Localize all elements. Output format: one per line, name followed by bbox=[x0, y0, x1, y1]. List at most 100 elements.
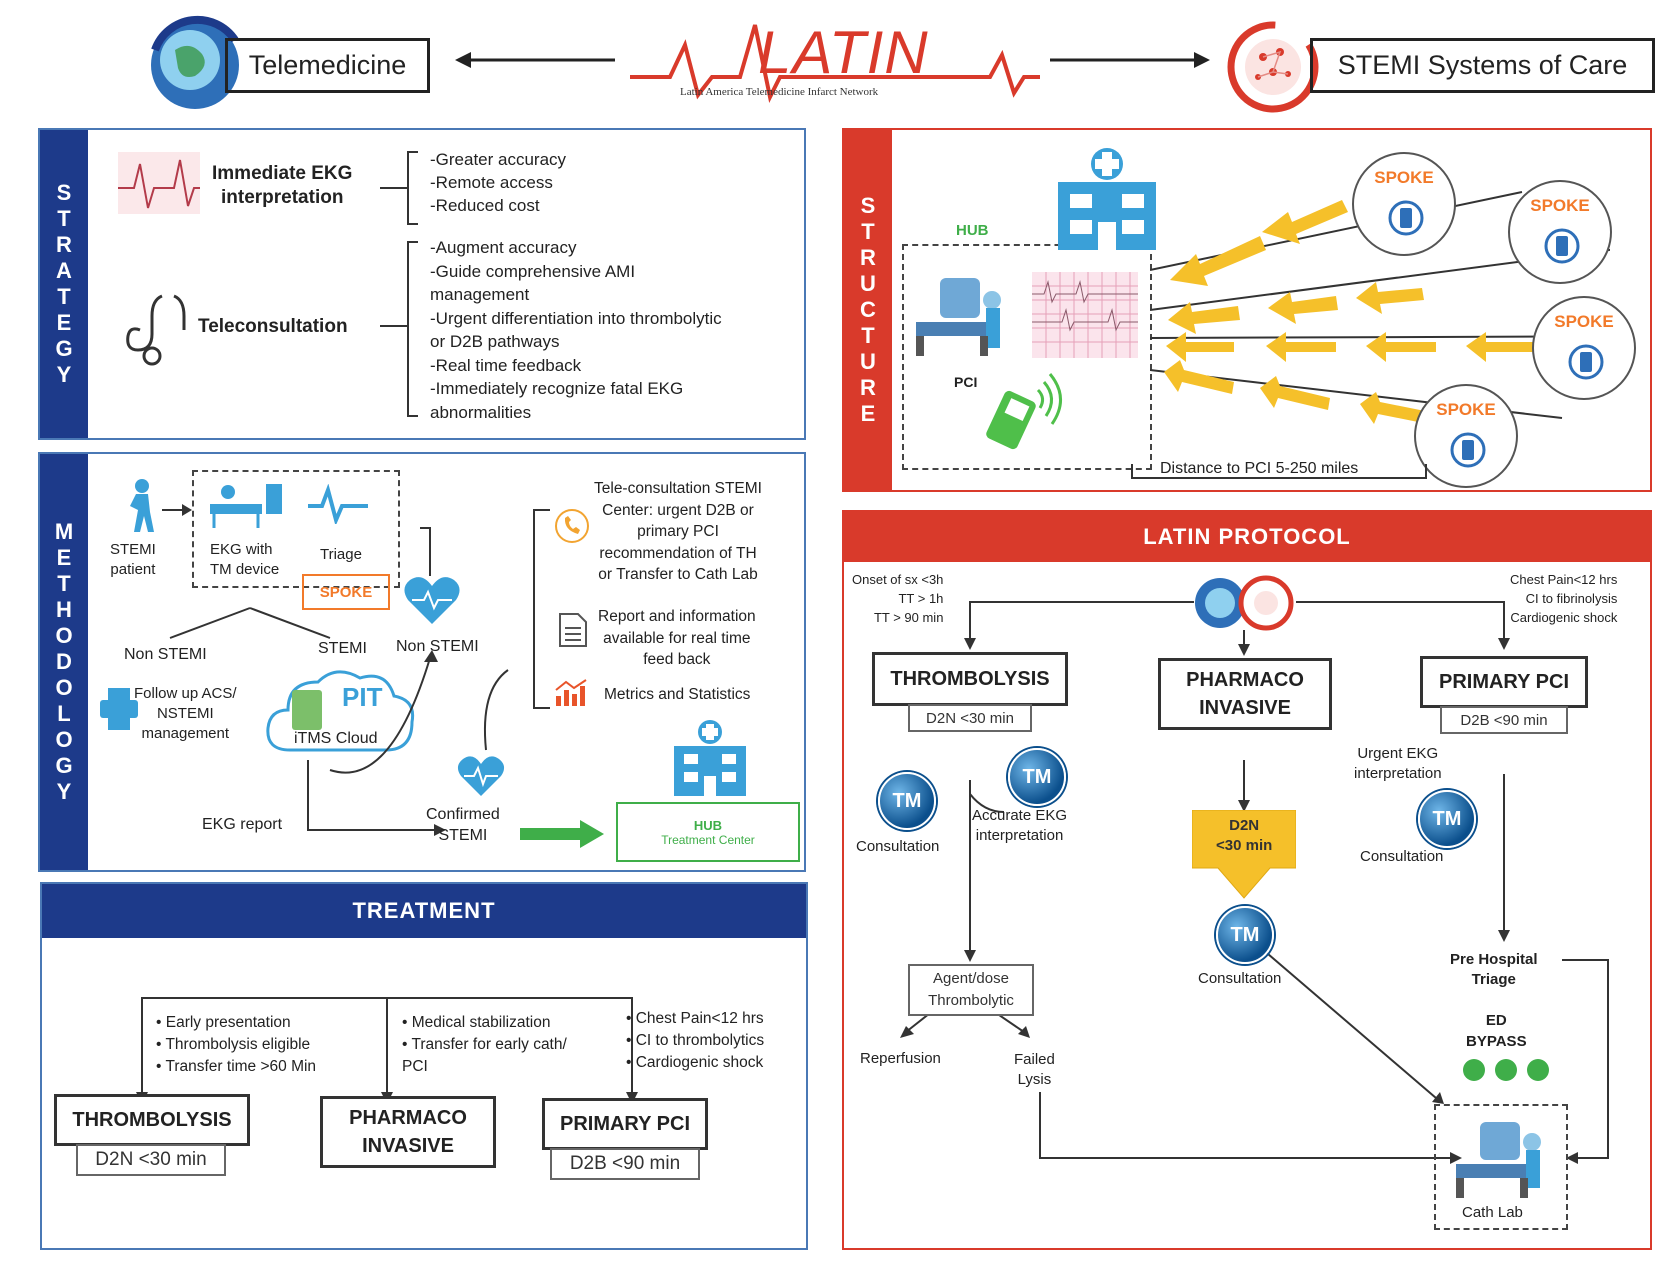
distance-bracket bbox=[1131, 464, 1427, 479]
hub-treatment-box: HUB Treatment Center bbox=[616, 802, 800, 862]
protocol-header: LATIN PROTOCOL bbox=[844, 512, 1650, 562]
cath-lab-icon bbox=[916, 278, 1001, 356]
globe-icon bbox=[151, 15, 239, 109]
spoke-label: SPOKE bbox=[319, 583, 373, 601]
protocol-thrombolysis-box: THROMBOLYSIS bbox=[872, 652, 1068, 706]
bracket-1 bbox=[380, 151, 418, 225]
non-stemi-right: Non STEMI bbox=[396, 638, 479, 655]
ekg-device-icon bbox=[210, 484, 282, 528]
split-lines bbox=[169, 607, 331, 639]
treatment-col2-points: • Medical stabilization • Transfer for e… bbox=[402, 1014, 567, 1075]
spoke-phone-icon bbox=[1450, 432, 1486, 468]
protocol-right-criteria: Chest Pain<12 hrs CI to fibrinolysis Car… bbox=[1510, 572, 1618, 625]
protocol-d2n-box: D2N <30 min bbox=[908, 704, 1032, 732]
protocol-pharmaco-box: PHARMACO INVASIVE bbox=[1158, 658, 1332, 730]
followup-label: Follow up ACS/ NSTEMI management bbox=[134, 685, 237, 742]
ekg-tm-label: EKG with TM device bbox=[210, 541, 280, 578]
tm-icon-ekg: TM bbox=[1002, 748, 1066, 810]
ekg-strip-icon bbox=[118, 152, 200, 214]
distance-label: Distance to PCI 5-250 miles bbox=[1160, 460, 1359, 477]
protocol-logos-icon bbox=[1195, 575, 1294, 631]
d2n-yellow-arrow bbox=[1192, 810, 1296, 899]
non-stemi-left: Non STEMI bbox=[124, 646, 207, 663]
treatment-panel: TREATMENT • Early presentation • Thrombo… bbox=[40, 882, 808, 1250]
printer-icon bbox=[100, 688, 138, 730]
arrow-left-icon bbox=[455, 52, 615, 68]
consultation-left: Consultation bbox=[856, 838, 940, 855]
urgent-ekg-label: Urgent EKG interpretation bbox=[1354, 745, 1442, 782]
bracket-2 bbox=[380, 241, 418, 417]
cloud-connectors bbox=[307, 650, 509, 836]
spoke-1: SPOKE bbox=[1352, 152, 1456, 256]
protocol-primary-pci-box: PRIMARY PCI bbox=[1420, 656, 1588, 708]
heart-icon-upper bbox=[404, 577, 460, 624]
green-arrow bbox=[520, 820, 604, 848]
strategy-item1-title: Immediate EKG interpretation bbox=[212, 163, 353, 208]
protocol-d2b-box: D2B <90 min bbox=[1440, 706, 1568, 734]
stemi-patient-label: STEMI patient bbox=[110, 541, 156, 578]
strategy-item2-points: -Augment accuracy -Guide comprehensive A… bbox=[430, 238, 722, 422]
header: Telemedicine LATIN Latin America Telemed… bbox=[0, 0, 1676, 125]
treatment-d2b-box: D2B <90 min bbox=[550, 1148, 700, 1180]
traffic-lights-icon bbox=[1463, 1059, 1549, 1081]
network-globe-icon bbox=[1227, 21, 1319, 113]
latin-ecg-logo bbox=[630, 24, 1040, 104]
hospital-icon-methodology bbox=[674, 720, 746, 796]
hub-title: HUB bbox=[693, 817, 723, 833]
pci-label: PCI bbox=[954, 374, 978, 390]
reperfusion-label: Reperfusion bbox=[860, 1050, 941, 1067]
confirmed-stemi-label: Confirmed STEMI bbox=[426, 806, 500, 844]
arrow-patient bbox=[162, 504, 192, 516]
protocol-left-criteria: Onset of sx <3h TT > 1h TT > 90 min bbox=[852, 572, 944, 625]
itms-cloud-label: iTMS Cloud bbox=[294, 730, 378, 747]
mobile-phone-icon bbox=[986, 373, 1062, 450]
metrics-icon bbox=[555, 679, 587, 706]
spoke-phone-icon bbox=[1568, 344, 1604, 380]
protocol-title: LATIN PROTOCOL bbox=[1143, 524, 1351, 549]
tm-icon-center: TM bbox=[1210, 906, 1274, 968]
ekg-triage-dashed-box bbox=[192, 470, 400, 588]
metrics-text: Metrics and Statistics bbox=[604, 686, 751, 703]
structure-hub-label: HUB bbox=[956, 222, 989, 239]
triage-label: Triage bbox=[320, 546, 362, 563]
cloud-icon bbox=[266, 670, 415, 752]
treatment-primary-pci-box: PRIMARY PCI bbox=[542, 1098, 708, 1150]
heart-icon-lower bbox=[457, 756, 505, 796]
teleconsult-text: Tele-consultation STEMI Center: urgent D… bbox=[594, 480, 762, 583]
protocol-flow-lines bbox=[900, 601, 1609, 1164]
spoke-phone-icon bbox=[1544, 228, 1580, 264]
spoke-2: SPOKE bbox=[1508, 180, 1612, 284]
pit-label: PIT bbox=[342, 682, 383, 712]
latin-logo-text: LATIN bbox=[758, 19, 929, 86]
treatment-col3-points: • Chest Pain<12 hrs • CI to thrombolytic… bbox=[626, 1010, 765, 1071]
treatment-thrombolysis-box: THROMBOLYSIS bbox=[54, 1094, 250, 1146]
telemedicine-label: Telemedicine bbox=[248, 50, 407, 80]
arrow-right-icon bbox=[1050, 52, 1210, 68]
failed-lysis-label: Failed Lysis bbox=[1014, 1051, 1055, 1088]
hospital-icon-structure bbox=[1058, 148, 1156, 250]
strategy-item2-title: Teleconsultation bbox=[198, 316, 348, 337]
stethoscope-icon bbox=[126, 294, 186, 366]
treatment-pharmaco-box: PHARMACO INVASIVE bbox=[320, 1096, 496, 1168]
treatment-title: TREATMENT bbox=[352, 898, 496, 923]
arrow-up-heart bbox=[420, 527, 431, 576]
ekg-report-label: EKG report bbox=[202, 816, 283, 833]
patient-icon bbox=[130, 479, 154, 532]
triage-pulse-icon bbox=[308, 484, 368, 524]
pre-hospital-label: Pre Hospital Triage bbox=[1450, 951, 1538, 988]
spoke-phone-icon bbox=[1388, 200, 1424, 236]
cath-lab-label: Cath Lab bbox=[1462, 1204, 1523, 1221]
tm-icon-right: TM bbox=[1412, 790, 1476, 852]
hub-subtitle: Treatment Center bbox=[661, 832, 755, 847]
tm-icon-left: TM bbox=[872, 772, 936, 834]
report-icon bbox=[559, 613, 587, 647]
info-bracket bbox=[533, 509, 550, 709]
strategy-item1-points: -Greater accuracy -Remote access -Reduce… bbox=[430, 150, 567, 215]
phone-icon bbox=[555, 509, 589, 543]
spoke-4: SPOKE bbox=[1414, 384, 1518, 488]
report-text: Report and information available for rea… bbox=[598, 608, 756, 668]
